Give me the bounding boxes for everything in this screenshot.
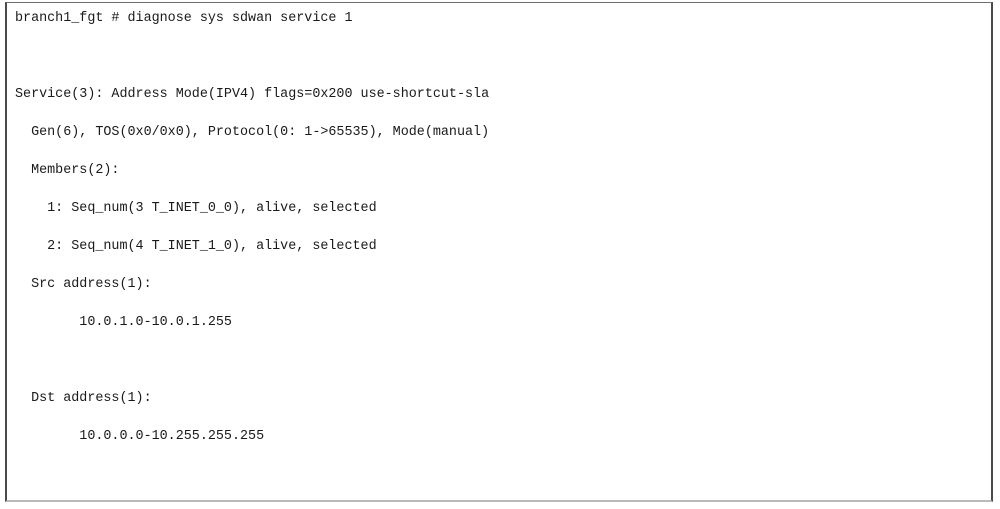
terminal-output-line: Src address(1): xyxy=(15,277,152,292)
terminal-output-line: Dst address(1): xyxy=(15,391,152,406)
terminal-output-area[interactable]: branch1_fgt # diagnose sys sdwan service… xyxy=(7,3,991,500)
terminal-output-line: Service(3): Address Mode(IPV4) flags=0x2… xyxy=(15,87,490,102)
terminal-blank-line xyxy=(15,351,991,370)
terminal-output-line: Gen(6), TOS(0x0/0x0), Protocol(0: 1->655… xyxy=(15,125,490,140)
terminal-window[interactable]: branch1_fgt # diagnose sys sdwan service… xyxy=(5,2,993,502)
terminal-output-line: 10.0.1.0-10.0.1.255 xyxy=(15,315,232,330)
terminal-output-line: 1: Seq_num(3 T_INET_0_0), alive, selecte… xyxy=(15,201,377,216)
terminal-output-line: 2: Seq_num(4 T_INET_1_0), alive, selecte… xyxy=(15,239,377,254)
terminal-command-line: branch1_fgt # diagnose sys sdwan service… xyxy=(15,11,353,26)
terminal-output-line: Members(2): xyxy=(15,163,120,178)
terminal-output-line: 10.0.0.0-10.255.255.255 xyxy=(15,429,265,444)
terminal-blank-line xyxy=(15,465,991,484)
terminal-blank-line xyxy=(15,47,991,66)
